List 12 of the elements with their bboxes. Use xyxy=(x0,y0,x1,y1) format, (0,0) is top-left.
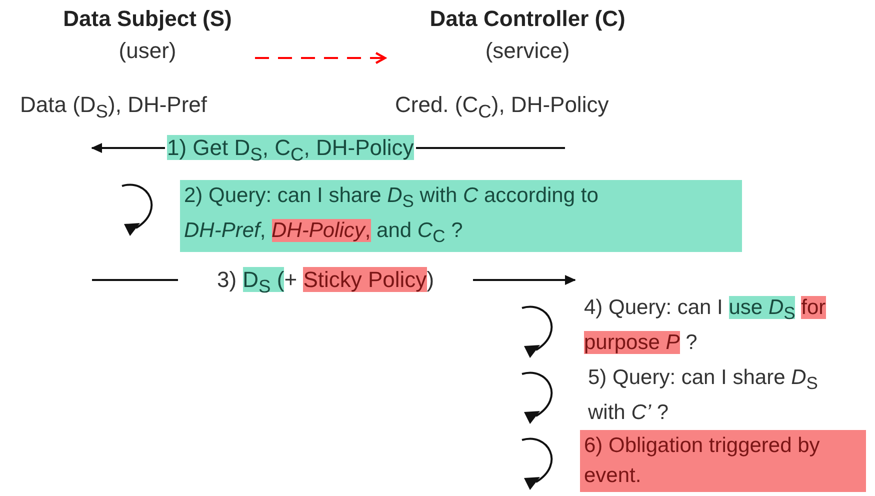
message-arrow xyxy=(473,275,576,285)
query-step-text: 2) Query: can I share D$_{S}$ with C according to DH-Pref, DH-Policy, and C$_{C}$ ? xyxy=(180,180,742,252)
actor-title: Data Controller (C) xyxy=(428,6,626,32)
dashed-arrow xyxy=(255,52,386,64)
query-step-text: 5) Query: can I share D$_{S}$ with C’ ? xyxy=(587,365,819,426)
actor-role: (service) xyxy=(484,38,571,64)
actor-assets: Data (D$_{S}$), DH-Pref xyxy=(20,92,208,122)
actor-title: Data Subject (S) xyxy=(62,6,233,32)
query-step-text: 6) Obligation triggered by event. xyxy=(580,430,866,492)
actor-role: (user) xyxy=(118,38,178,64)
actor-assets: Cred. (C$_{C}$), DH-Policy xyxy=(395,92,609,122)
query-step-text: 4) Query: can I use D$_{S}$ for purpose P ? xyxy=(583,295,827,356)
